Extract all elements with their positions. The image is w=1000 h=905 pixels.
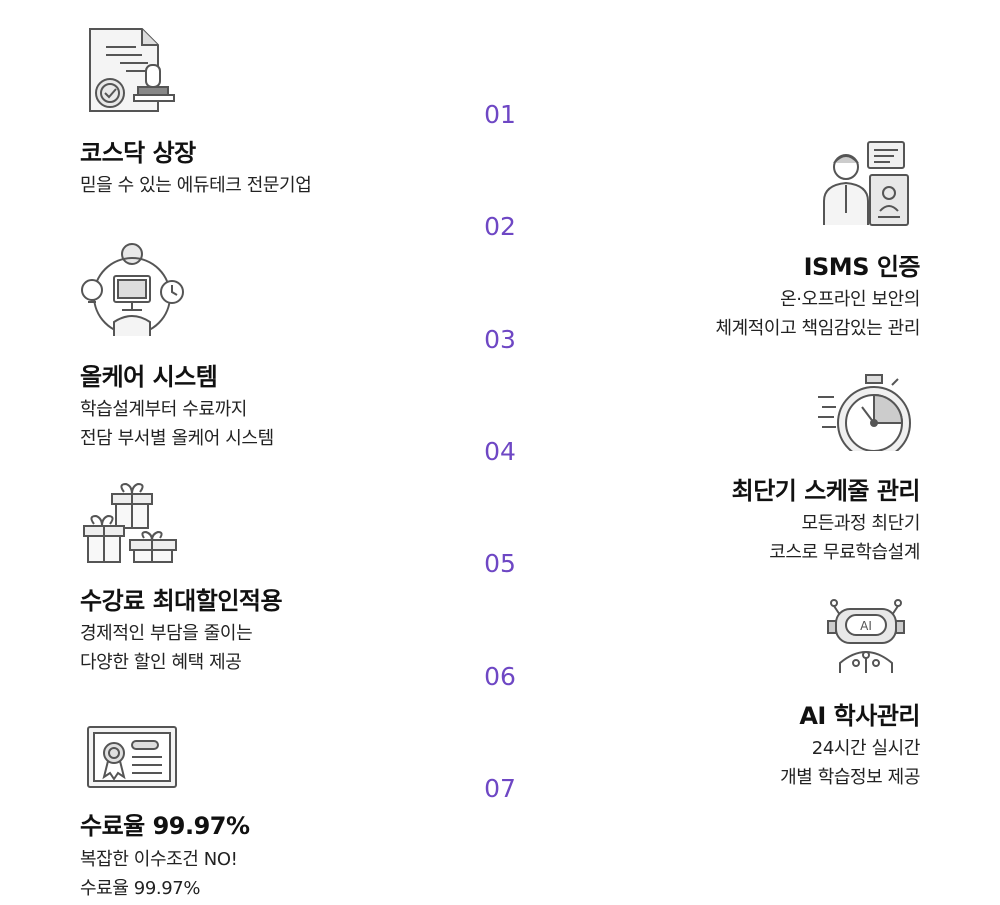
stopwatch-icon bbox=[816, 373, 912, 451]
feature-description: 경제적인 부담을 줄이는 다양한 할인 혜택 제공 bbox=[80, 623, 253, 673]
feature-description: 학습설계부터 수료까지 전담 부서별 올케어 시스템 bbox=[80, 399, 274, 449]
feature-title: 수료율 99.97% bbox=[80, 812, 250, 840]
feature-title: 올케어 시스템 bbox=[80, 363, 218, 391]
step-number-05: 05 bbox=[484, 549, 516, 578]
certificate-stamp-icon bbox=[86, 25, 178, 115]
feature-description: 온·오프라인 보안의 체계적이고 책임감있는 관리 bbox=[715, 289, 920, 339]
feature-description: 모든과정 최단기 코스로 무료학습설계 bbox=[769, 513, 920, 563]
gift-boxes-icon bbox=[82, 482, 180, 564]
step-number-04: 04 bbox=[484, 437, 516, 466]
svg-text:AI: AI bbox=[860, 619, 872, 633]
feature-description: 24시간 실시간 개별 학습정보 제공 bbox=[780, 738, 920, 788]
feature-title: 코스닥 상장 bbox=[80, 139, 196, 167]
step-number-06: 06 bbox=[484, 662, 516, 691]
feature-title: ISMS 인증 bbox=[803, 253, 921, 281]
step-number-01: 01 bbox=[484, 100, 516, 129]
award-certificate-icon bbox=[86, 725, 178, 789]
feature-title: 수강료 최대할인적용 bbox=[80, 587, 283, 615]
step-number-02: 02 bbox=[484, 212, 516, 241]
feature-description: 복잡한 이수조건 NO! 수료율 99.97% bbox=[80, 849, 238, 899]
all-care-system-icon bbox=[80, 240, 184, 338]
step-number-03: 03 bbox=[484, 325, 516, 354]
feature-title: AI 학사관리 bbox=[799, 702, 920, 730]
step-number-07: 07 bbox=[484, 774, 516, 803]
feature-description: 믿을 수 있는 에듀테크 전문기업 bbox=[80, 175, 312, 196]
security-officer-icon bbox=[820, 139, 910, 227]
feature-title: 최단기 스케줄 관리 bbox=[731, 477, 921, 505]
ai-robot-icon: AI bbox=[826, 597, 906, 675]
